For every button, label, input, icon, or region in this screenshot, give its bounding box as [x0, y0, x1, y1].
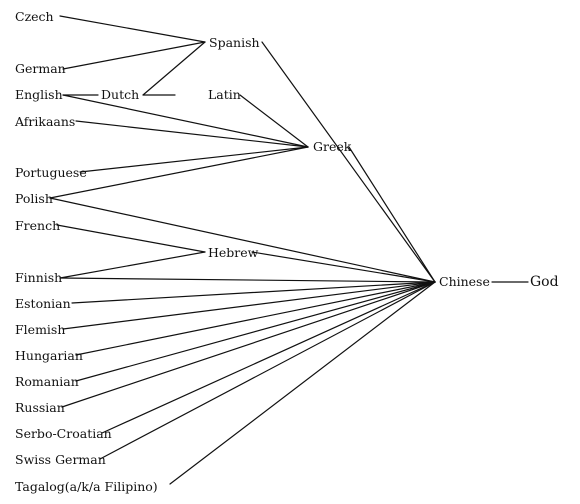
- node-tagalog: Tagalog(a/k/a Filipino): [15, 479, 158, 494]
- edge-estonian-to-chinese: [71, 281, 436, 304]
- node-afrikaans: Afrikaans: [14, 114, 75, 129]
- node-english: English: [15, 87, 63, 102]
- edge-polish-to-greek: [49, 146, 309, 199]
- node-hebrew: Hebrew: [208, 245, 259, 260]
- edge-swiss-german-to-chinese: [99, 281, 436, 460]
- diagram-labels: Czech German English Afrikaans Portugues…: [14, 9, 559, 494]
- edge-finnish-to-chinese: [59, 277, 436, 283]
- edge-czech-to-spanish: [59, 15, 206, 43]
- node-french: French: [15, 218, 60, 233]
- edge-tagalog-to-chinese: [169, 281, 436, 485]
- node-god: God: [530, 274, 559, 290]
- node-serbo-croatian: Serbo-Croatian: [15, 426, 112, 441]
- edge-greek-to-chinese: [348, 146, 436, 283]
- edge-latin-to-greek: [239, 94, 309, 148]
- node-portuguese: Portuguese: [15, 165, 87, 180]
- edge-afrikaans-to-greek: [75, 120, 309, 148]
- node-russian: Russian: [15, 400, 65, 415]
- edge-hebrew-to-chinese: [251, 251, 436, 283]
- node-estonian: Estonian: [15, 296, 71, 311]
- node-polish: Polish: [15, 191, 53, 206]
- edge-serbo-croatian-to-chinese: [101, 281, 436, 434]
- node-greek: Greek: [313, 139, 352, 154]
- node-german: German: [15, 61, 66, 76]
- node-czech: Czech: [15, 9, 54, 24]
- node-dutch: Dutch: [101, 87, 139, 102]
- edge-german-to-spanish: [62, 41, 206, 70]
- edge-french-to-hebrew: [56, 224, 206, 253]
- edge-flemish-to-chinese: [62, 281, 436, 330]
- edge-finnish-to-hebrew: [59, 251, 206, 279]
- edge-portuguese-to-greek: [79, 146, 309, 173]
- edge-dutch-to-spanish: [142, 41, 206, 96]
- node-hungarian: Hungarian: [15, 348, 83, 363]
- edge-romanian-to-chinese: [75, 281, 436, 382]
- edge-polish-to-chinese: [49, 197, 436, 283]
- node-romanian: Romanian: [15, 374, 79, 389]
- node-latin: Latin: [208, 87, 241, 102]
- edge-russian-to-chinese: [61, 281, 436, 408]
- edge-hungarian-to-chinese: [75, 281, 436, 356]
- edge-spanish-to-chinese: [261, 41, 436, 283]
- node-spanish: Spanish: [209, 35, 260, 50]
- edge-english-to-greek: [62, 94, 309, 148]
- node-swiss-german: Swiss German: [15, 452, 106, 467]
- diagram-edges: [49, 15, 529, 485]
- node-flemish: Flemish: [15, 322, 65, 337]
- node-finnish: Finnish: [15, 270, 62, 285]
- node-chinese: Chinese: [439, 274, 490, 289]
